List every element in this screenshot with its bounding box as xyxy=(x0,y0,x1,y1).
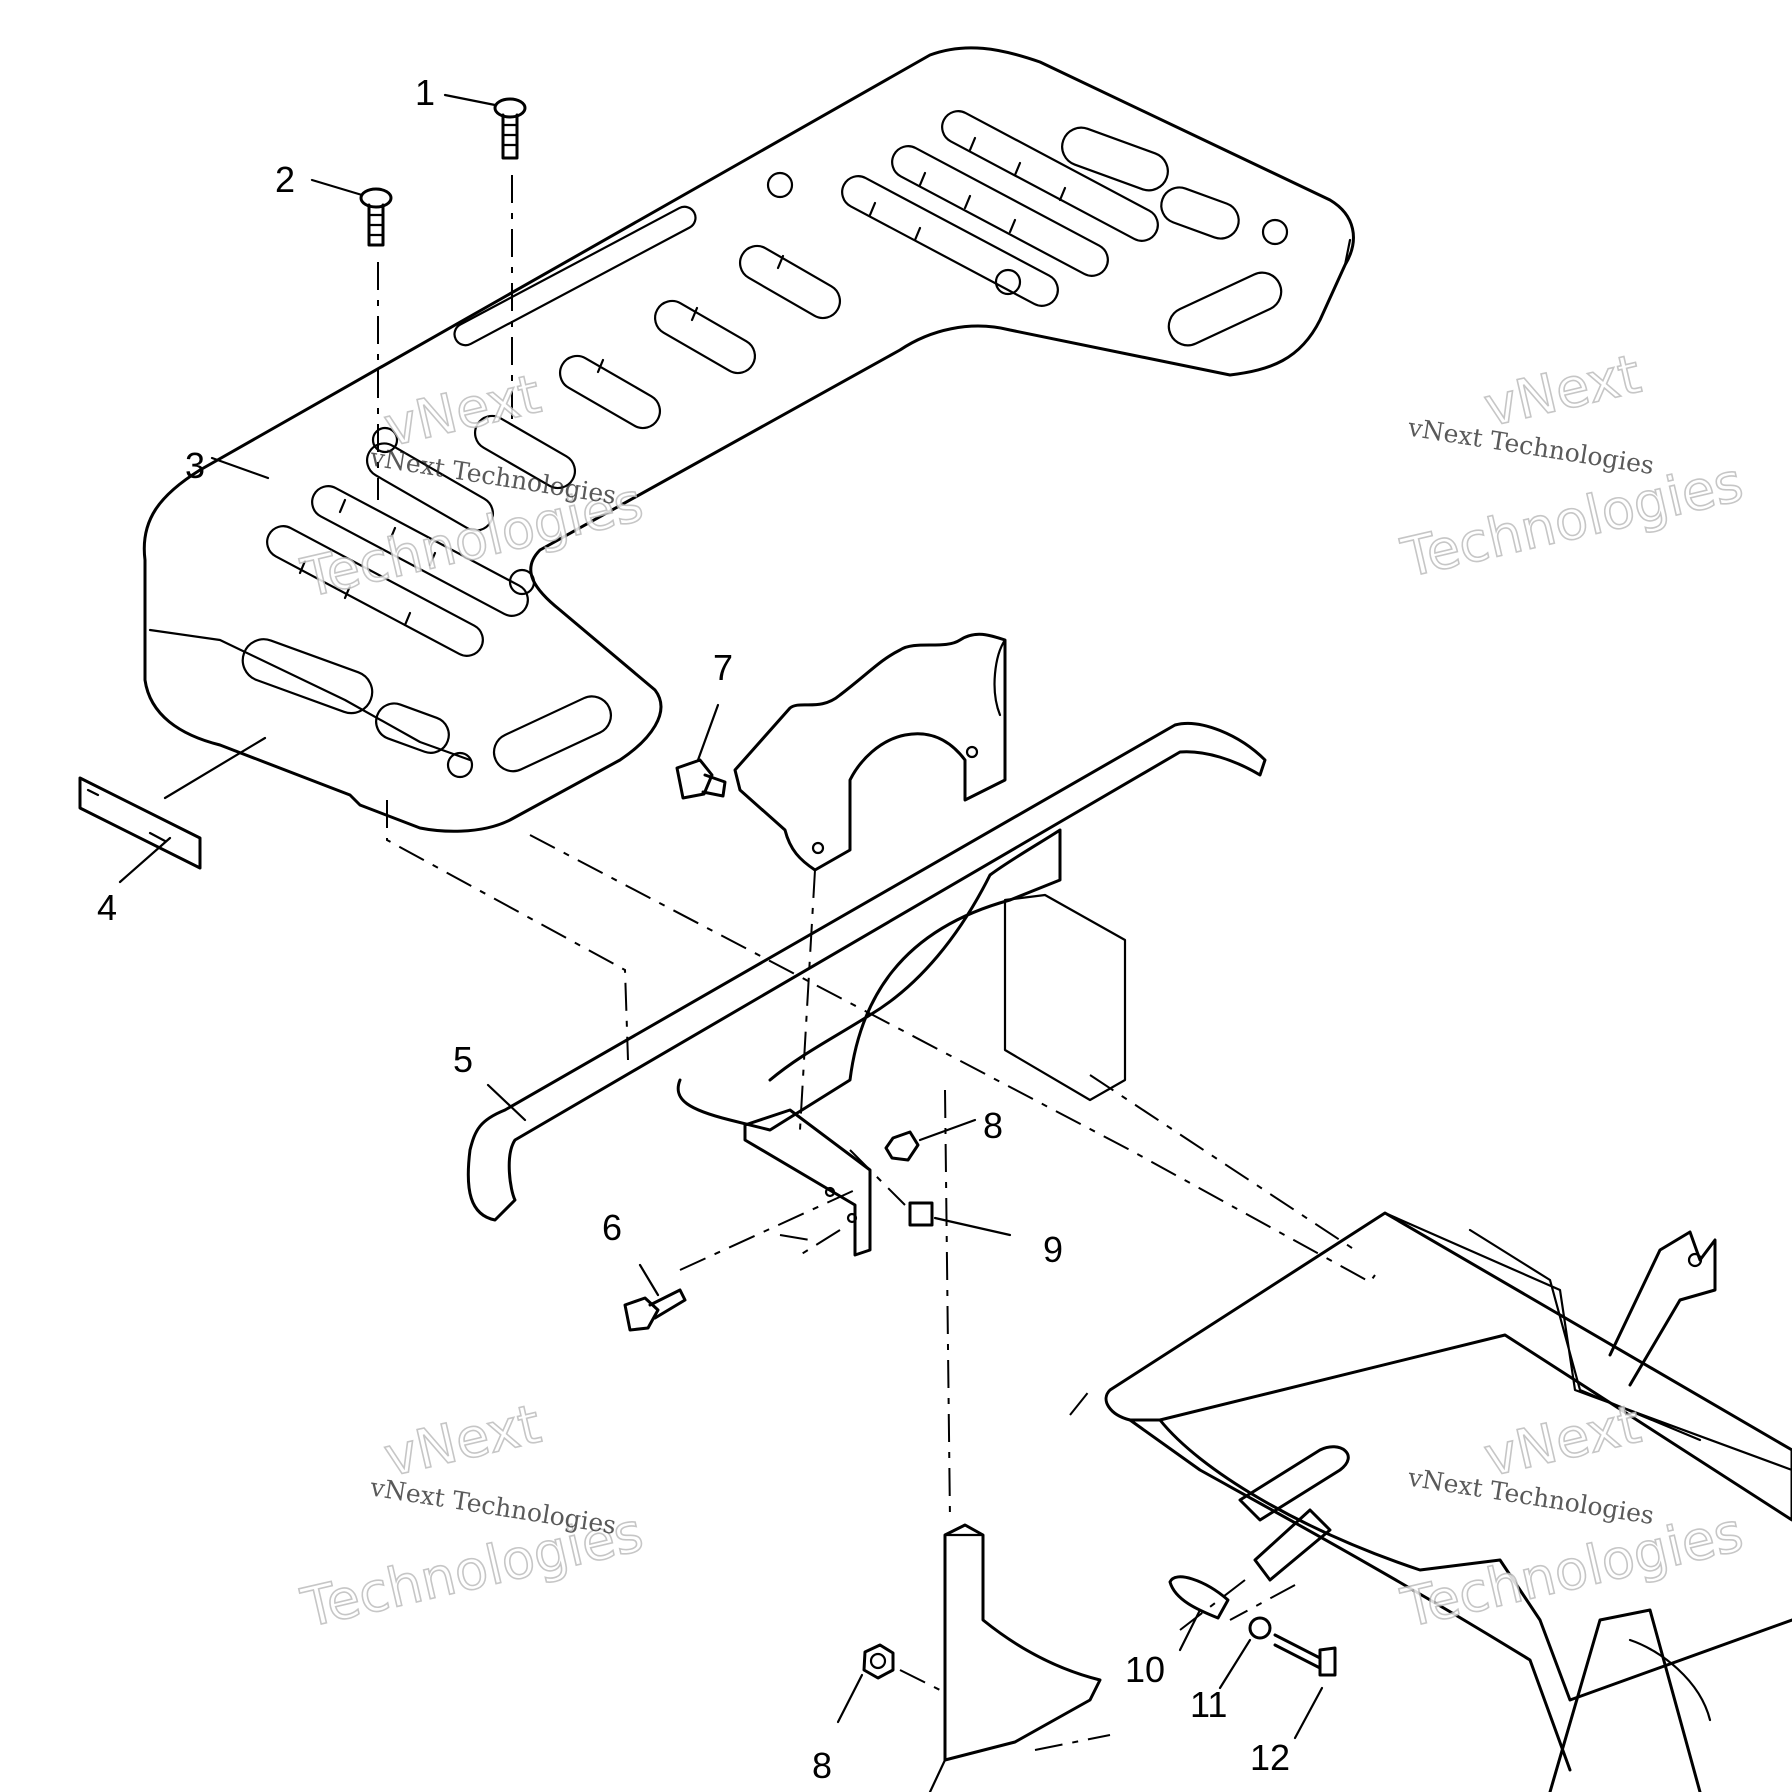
callout-11: 11 xyxy=(1190,1684,1227,1725)
leader-lines xyxy=(118,93,1324,1792)
watermark-big-1: vNext xyxy=(1478,1392,1646,1489)
upper-bracket-7 xyxy=(733,632,1007,872)
watermark-bottom-left: vNext Technologies vNext Technologies xyxy=(295,1391,650,1640)
callout-1: 1 xyxy=(415,72,435,113)
callout-5: 5 xyxy=(453,1039,473,1080)
rail-5 xyxy=(466,721,1267,1222)
callout-8-lower: 8 xyxy=(812,1745,832,1786)
washer-11 xyxy=(1248,1616,1272,1640)
spacer-10 xyxy=(1168,1575,1230,1620)
watermark-bottom-right: vNext Technologies vNext Technologies xyxy=(1395,1391,1750,1640)
watermark-small: vNext Technologies xyxy=(367,1472,618,1540)
bolt-6 xyxy=(623,1288,687,1332)
watermark-big-1: vNext xyxy=(1478,342,1646,439)
callout-9: 9 xyxy=(1043,1229,1063,1270)
watermark-top-right: vNext Technologies vNext Technologies xyxy=(1395,341,1750,590)
watermark-big-2: Technologies xyxy=(1395,1500,1748,1640)
callout-7: 7 xyxy=(713,647,733,688)
screw-axes xyxy=(377,175,513,500)
screw-2 xyxy=(359,187,393,247)
rack-slots xyxy=(241,110,1289,779)
bolt-7 xyxy=(675,758,727,800)
watermark-big-1: vNext xyxy=(378,362,546,459)
watermark-big-2: Technologies xyxy=(1395,450,1748,590)
callout-3: 3 xyxy=(185,445,205,486)
callout-4: 4 xyxy=(97,887,117,928)
clip-9 xyxy=(908,1201,934,1227)
nut-8-lower xyxy=(862,1643,895,1680)
assembly-dash-lines xyxy=(386,800,1376,1751)
screw-1 xyxy=(493,97,527,160)
rear-rack xyxy=(142,46,1355,833)
atv-frame xyxy=(1104,1211,1792,1792)
callout-10: 10 xyxy=(1125,1649,1165,1690)
callout-6: 6 xyxy=(602,1207,622,1248)
callout-8-upper: 8 xyxy=(983,1105,1003,1146)
callout-2: 2 xyxy=(275,159,295,200)
mount-plate xyxy=(943,1523,1102,1762)
watermark-big-1: vNext xyxy=(378,1392,546,1489)
reflector-4 xyxy=(78,776,202,870)
callouts: 1 2 3 4 5 6 7 8 8 9 10 11 12 xyxy=(97,72,1290,1786)
callout-12: 12 xyxy=(1250,1737,1290,1778)
lower-bracket xyxy=(743,1108,872,1257)
nut-8-upper xyxy=(884,1130,920,1162)
bolt-12 xyxy=(1273,1633,1337,1677)
